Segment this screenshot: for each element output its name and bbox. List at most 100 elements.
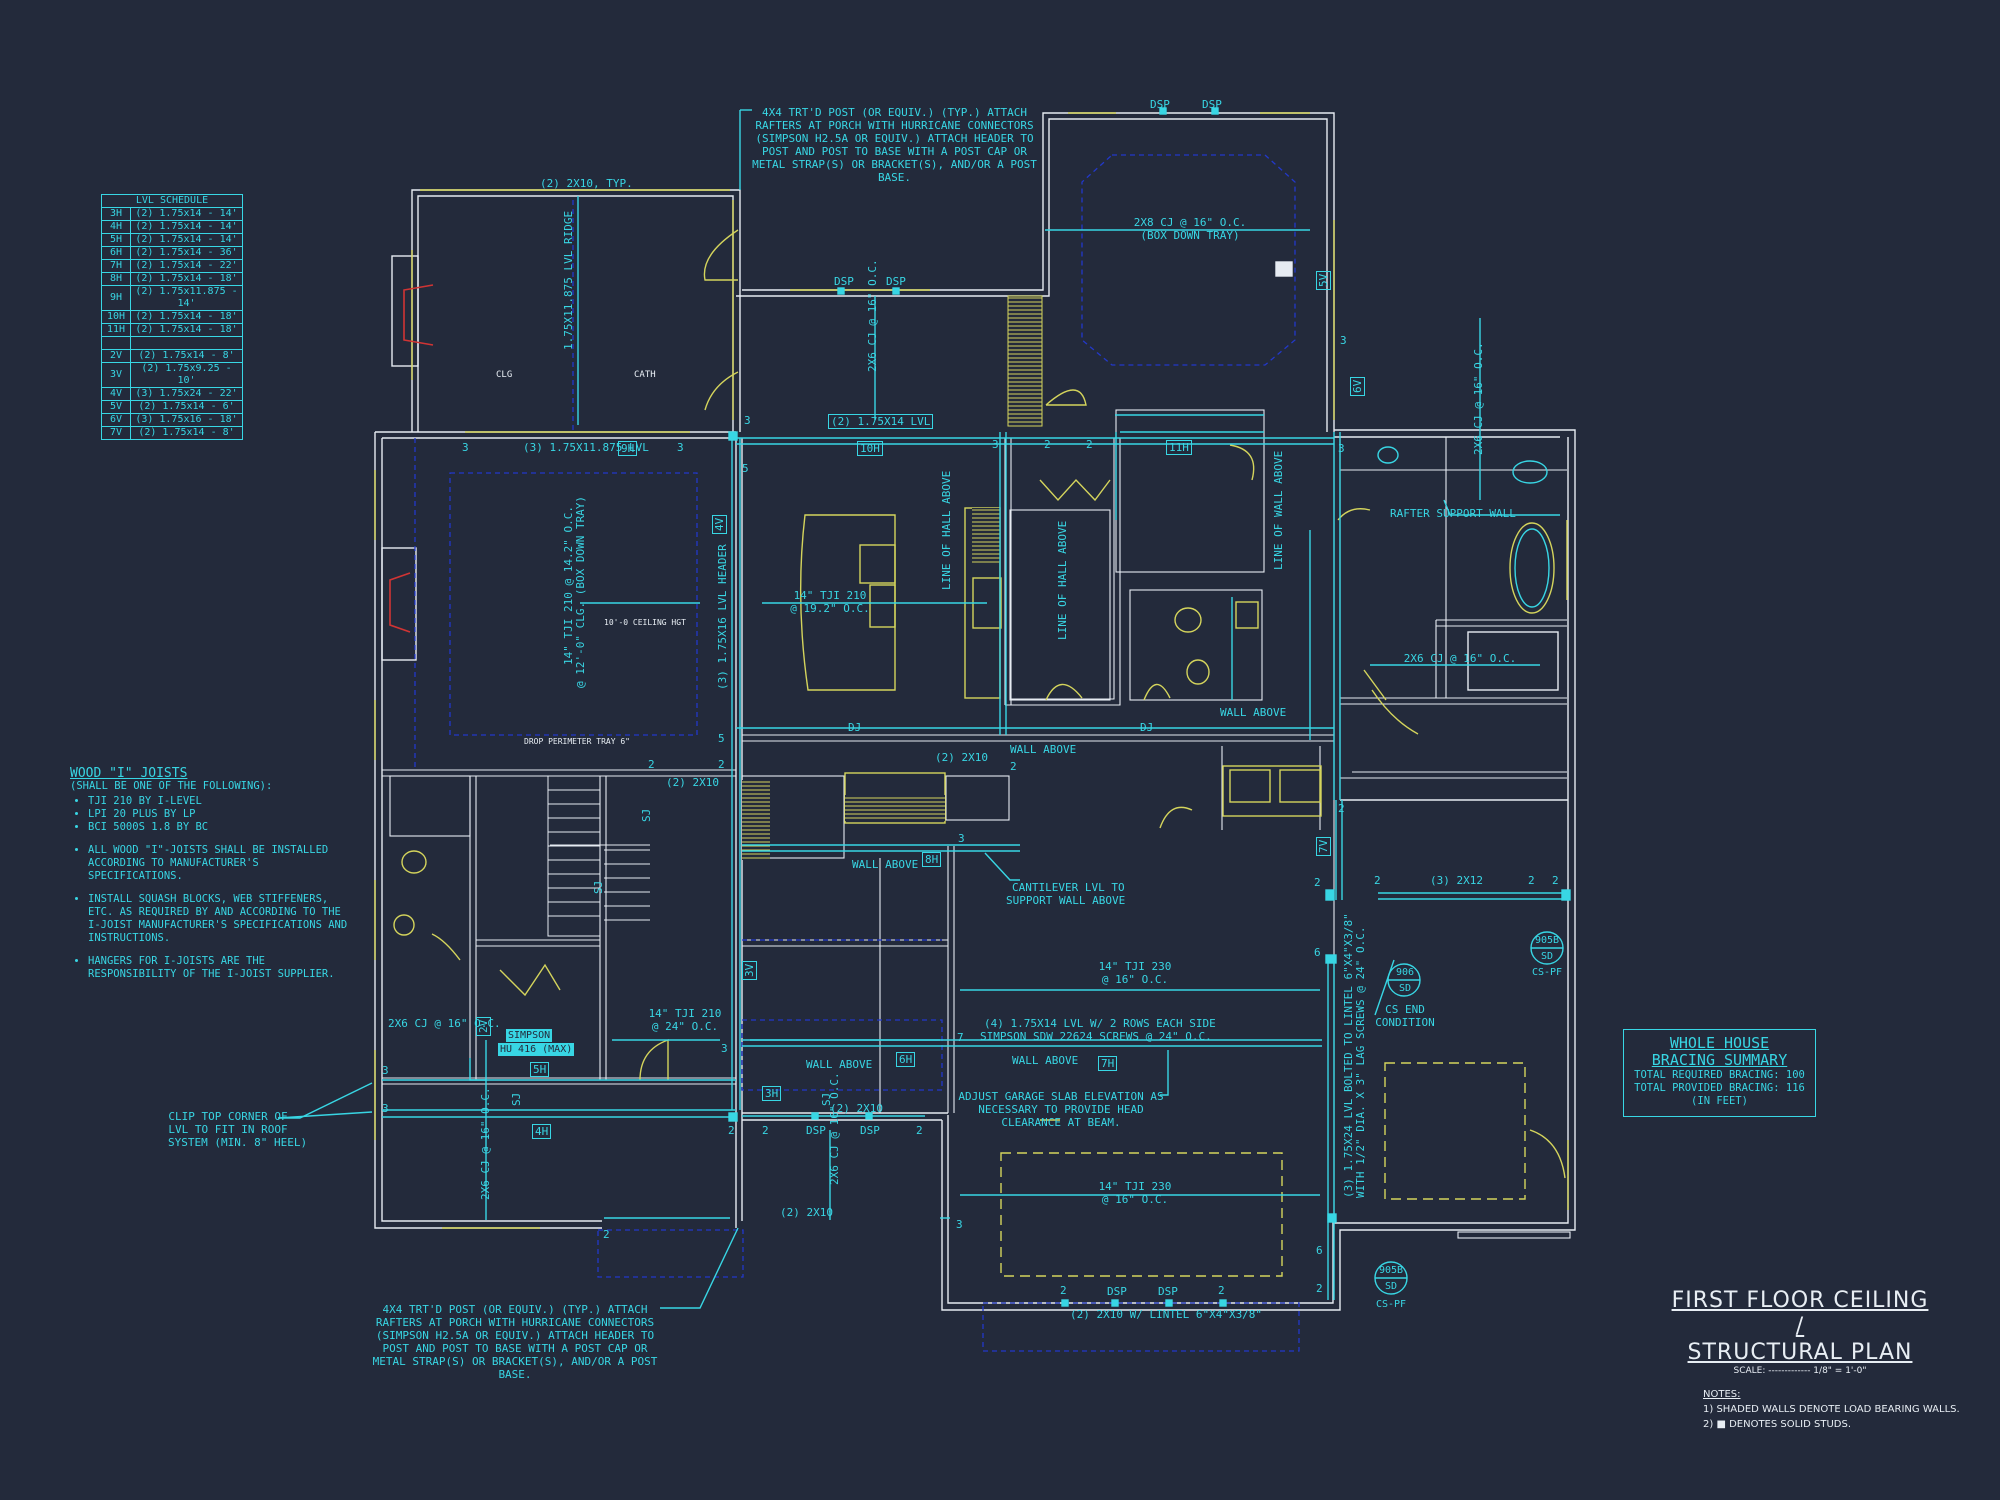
lvl-size: (2) 1.75x14 - 14' [130, 207, 243, 221]
lvl-callout: (3) 1.75x11.875 LVL [523, 441, 649, 454]
dsp-label: DSP [860, 1124, 880, 1137]
hanger-spec: HU 416 (MAX) [498, 1043, 575, 1056]
beam-tag: 5H [530, 1062, 550, 1077]
porch-post-note-bottom: 4x4 TRT'D POST (OR EQUIV.) (TYP.) ATTACH… [372, 1303, 658, 1381]
lintel-bottom-label: (2) 2x10 W/ LINTEL 6"x4"x3/8" [1070, 1308, 1263, 1321]
joist-notes: WOOD "I" JOISTS (SHALL BE ONE OF THE FOL… [70, 767, 350, 991]
joist-spec-2: @ 12'-0" CLG. (BOX DOWN TRAY) [574, 495, 587, 688]
lvl-tag: 3V [101, 362, 131, 388]
detail-cspf: CS-PF [1531, 967, 1563, 978]
cj-bath-label: 2x6 CJ @ 16" O.C. [1403, 652, 1517, 665]
clg-label: CLG [496, 370, 513, 380]
bearing-number: 3 [382, 1102, 389, 1115]
list-item: ALL WOOD "I"-JOISTS SHALL BE INSTALLED A… [88, 844, 350, 883]
joist-notes-sub: (SHALL BE ONE OF THE FOLLOWING): [70, 780, 273, 792]
beam-tag: 7H [1098, 1056, 1118, 1071]
lvl-size: (2) 1.75x14 - 8' [130, 349, 243, 363]
joist-notes-heading: WOOD "I" JOISTS [70, 766, 188, 781]
ridge-label: 1.75x11.875 LVL RIDGE [562, 210, 575, 350]
beam-tag: 6V [1350, 376, 1365, 396]
header-2x10-label: (2) 2x10 [780, 1206, 833, 1219]
detail-cspf: CS-PF [1375, 1299, 1407, 1310]
detail-sd: SD [1384, 1281, 1398, 1292]
wall-above-label: WALL ABOVE [852, 858, 919, 871]
cj-label: 2x6 CJ @ 16" O.C. [866, 259, 879, 372]
dsp-label: DSP [1150, 98, 1170, 111]
list-item: TJI 210 BY I-LEVEL [88, 795, 350, 808]
dj-label: DJ [848, 721, 862, 734]
list-item: BCI 5000s 1.8 BY BC [88, 821, 350, 834]
beam-tag: 8H [922, 852, 942, 867]
lvl-tag: 5V [101, 400, 131, 414]
lvl-callout: (2) 1.75x14 LVL [828, 414, 934, 429]
table-row: 10H(2) 1.75x14 - 18' [101, 310, 243, 324]
beam-tag: 10H [857, 441, 883, 456]
lvl-size: (2) 1.75x14 - 6' [130, 400, 243, 414]
note-1: 1) SHADED WALLS DENOTE LOAD BEARING WALL… [1703, 1404, 1960, 1415]
lvl-tag: 4V [101, 387, 131, 401]
porch-post-note-top: 4x4 TRT'D POST (OR EQUIV.) (TYP.) ATTACH… [752, 106, 1037, 184]
bearing-number: 2 [648, 758, 655, 771]
sj-label: SJ [820, 1092, 833, 1106]
bearing-number: 6 [1314, 946, 1321, 959]
joist-210-24-2: @ 24" O.C. [651, 1020, 719, 1033]
lvl-size: (2) 1.75x11.875 - 14' [130, 285, 243, 311]
list-item: HANGERS FOR I-JOISTS ARE THE RESPONSIBIL… [88, 955, 350, 981]
lvl-tag: 4H [101, 220, 131, 234]
hatched-bearing-walls [742, 295, 1043, 860]
header-label: (2) 2x10, TYP. [540, 177, 633, 190]
list-item: LPI 20 PLUS BY LP [88, 808, 350, 821]
cs-end-1: CS END [1385, 1003, 1425, 1016]
bearing-number: 2 [1010, 760, 1017, 773]
beam-tag: 7V [1316, 836, 1331, 856]
table-row: 4H(2) 1.75x14 - 14' [101, 220, 243, 234]
exterior-walls [374, 112, 1576, 1311]
bearing-number: 6 [1316, 1244, 1323, 1257]
beam-tag: 4H [532, 1124, 552, 1139]
lvl-tag: 6H [101, 246, 131, 260]
general-notes: NOTES: 1) SHADED WALLS DENOTE LOAD BEARI… [1703, 1387, 1993, 1432]
bearing-number: 2 [718, 758, 725, 771]
bearing-number: 3 [1340, 334, 1347, 347]
wall-above-label: WALL ABOVE [1010, 743, 1077, 756]
table-row: 5V(2) 1.75x14 - 6' [101, 400, 243, 414]
title-block: FIRST FLOOR CEILING / STRUCTURAL PLAN SC… [1670, 1288, 1930, 1376]
bearing-number: 3 [992, 438, 999, 451]
lvl-schedule-table: LVL SCHEDULE 3H(2) 1.75x14 - 14' 4H(2) 1… [101, 194, 243, 440]
dj-label: DJ [1140, 721, 1154, 734]
lvl-rows-note-2: SIMPSON SDW 22624 SCREWS @ 24" O.C. [980, 1030, 1212, 1043]
table-row: 2V(2) 1.75x14 - 8' [101, 349, 243, 363]
bearing-number: 3 [721, 1042, 728, 1055]
cath-label: CATH [634, 370, 656, 380]
dsp-label: DSP [886, 275, 906, 288]
lvl-tag [101, 336, 131, 350]
joist-230-1: 14" TJI 230 [1098, 960, 1172, 973]
bearing-number: 3 [1338, 442, 1345, 455]
detail-905b: 905B [1378, 1265, 1404, 1276]
line-of-hall-label-2: LINE OF HALL ABOVE [1056, 520, 1069, 640]
ceiling-trays [414, 154, 1300, 1352]
lvl-schedule-title: LVL SCHEDULE [101, 194, 243, 208]
table-row: 8H(2) 1.75x14 - 18' [101, 272, 243, 286]
clip-note-1: CLIP TOP CORNER OF [168, 1110, 288, 1123]
beam-tag: 5V [1316, 270, 1331, 290]
cj-vertical-label: 2x6 CJ @ 16" O.C. [1472, 342, 1485, 455]
cj-hall-label: 2x6 CJ @ 16" O.C. [388, 1017, 501, 1030]
detail-905b: 905B [1534, 935, 1560, 946]
bearing-number: 2 [1044, 438, 1051, 451]
bearing-number: 3 [956, 1218, 963, 1231]
detail-sd: SD [1540, 951, 1554, 962]
lvl-size: (3) 1.75x24 - 22' [130, 387, 243, 401]
bracing-unit: (IN FEET) [1691, 1095, 1748, 1107]
lvl-size: (2) 1.75x14 - 36' [130, 246, 243, 260]
bearing-number: 2 [1086, 438, 1093, 451]
wall-above-label: WALL ABOVE [806, 1058, 873, 1071]
lvl-rows-note-1: (4) 1.75x14 LVL W/ 2 ROWS EACH SIDE [984, 1017, 1216, 1030]
lvl-size: (2) 1.75x14 - 18' [130, 310, 243, 324]
table-row: 9H(2) 1.75x11.875 - 14' [101, 285, 243, 311]
table-row: 5H(2) 1.75x14 - 14' [101, 233, 243, 247]
beam-tag: 9H [618, 441, 638, 456]
cantilever-note-2: SUPPORT WALL ABOVE [1006, 894, 1126, 907]
bracing-summary-box: WHOLE HOUSE BRACING SUMMARY TOTAL REQUIR… [1623, 1029, 1816, 1117]
